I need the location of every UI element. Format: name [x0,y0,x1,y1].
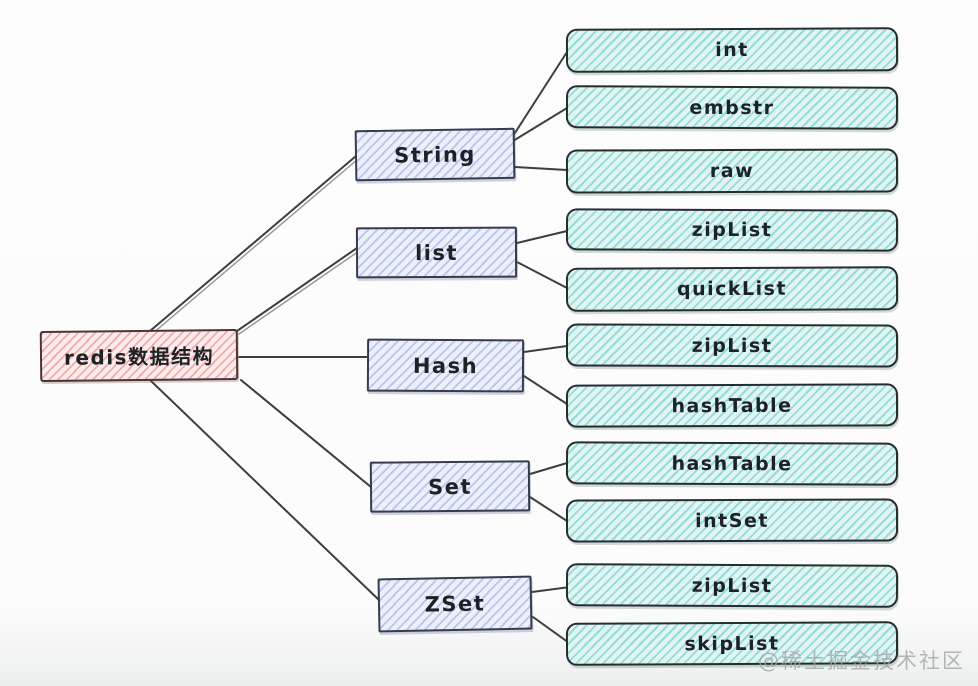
watermark-text: @稀土掘金技术社区 [758,649,965,673]
node-hash: Hash [366,338,525,393]
node-list: list [355,226,518,279]
edge-root-set-ghost [242,381,374,490]
node-string: String [354,127,516,182]
leaf-embstr: embstr [565,85,899,130]
edge-root-string-ghost [151,158,359,335]
node-label: raw [709,159,755,183]
edge-root-string [149,155,357,332]
leaf-ziplist-3: zipList [565,563,899,608]
node-label: embstr [689,96,775,119]
leaf-int: int [565,27,899,73]
leaf-intset: intSet [565,498,899,543]
edge-string-embstr [512,107,568,142]
node-redis-root: redis数据结构 [39,328,239,383]
leaf-raw: raw [565,148,899,194]
node-label: ZSet [424,591,486,617]
edge-string-int [512,51,568,137]
node-label: Set [427,474,473,499]
leaf-ziplist-1: zipList [565,208,899,252]
leaf-ziplist-2: zipList [565,323,899,368]
node-label: int [715,38,749,62]
edge-root-zset [149,379,380,601]
edge-zset-ziplist [531,586,571,593]
leaf-quicklist: quickList [565,266,899,312]
leaf-hashtable-2: hashTable [565,441,899,486]
node-set: Set [369,460,531,513]
node-zset: ZSet [377,575,533,633]
node-label: list [414,240,459,265]
node-label: zipList [691,334,773,357]
edge-string-raw [514,166,568,171]
node-label: hashTable [671,452,793,475]
node-label: Hash [412,353,479,378]
edge-set-hashtable [529,462,568,475]
edge-hash-ziplist [523,345,568,353]
node-label: zipList [691,218,773,242]
edge-list-quicklist [516,261,568,289]
node-label: intSet [695,509,769,532]
node-label: zipList [691,574,773,597]
edge-root-set [240,379,372,488]
node-label: redis数据结构 [63,344,215,370]
edge-root-list-ghost [238,250,360,335]
node-label: quickList [676,277,788,301]
edge-list-ziplist [516,230,568,244]
edge-root-list [236,247,358,332]
edge-set-intset [529,496,568,522]
leaf-hashtable-1: hashTable [565,383,899,428]
node-label: hashTable [671,394,793,417]
edge-hash-hashtable [523,375,568,405]
node-label: String [393,141,477,168]
edge-root-zset-ghost [151,381,382,603]
